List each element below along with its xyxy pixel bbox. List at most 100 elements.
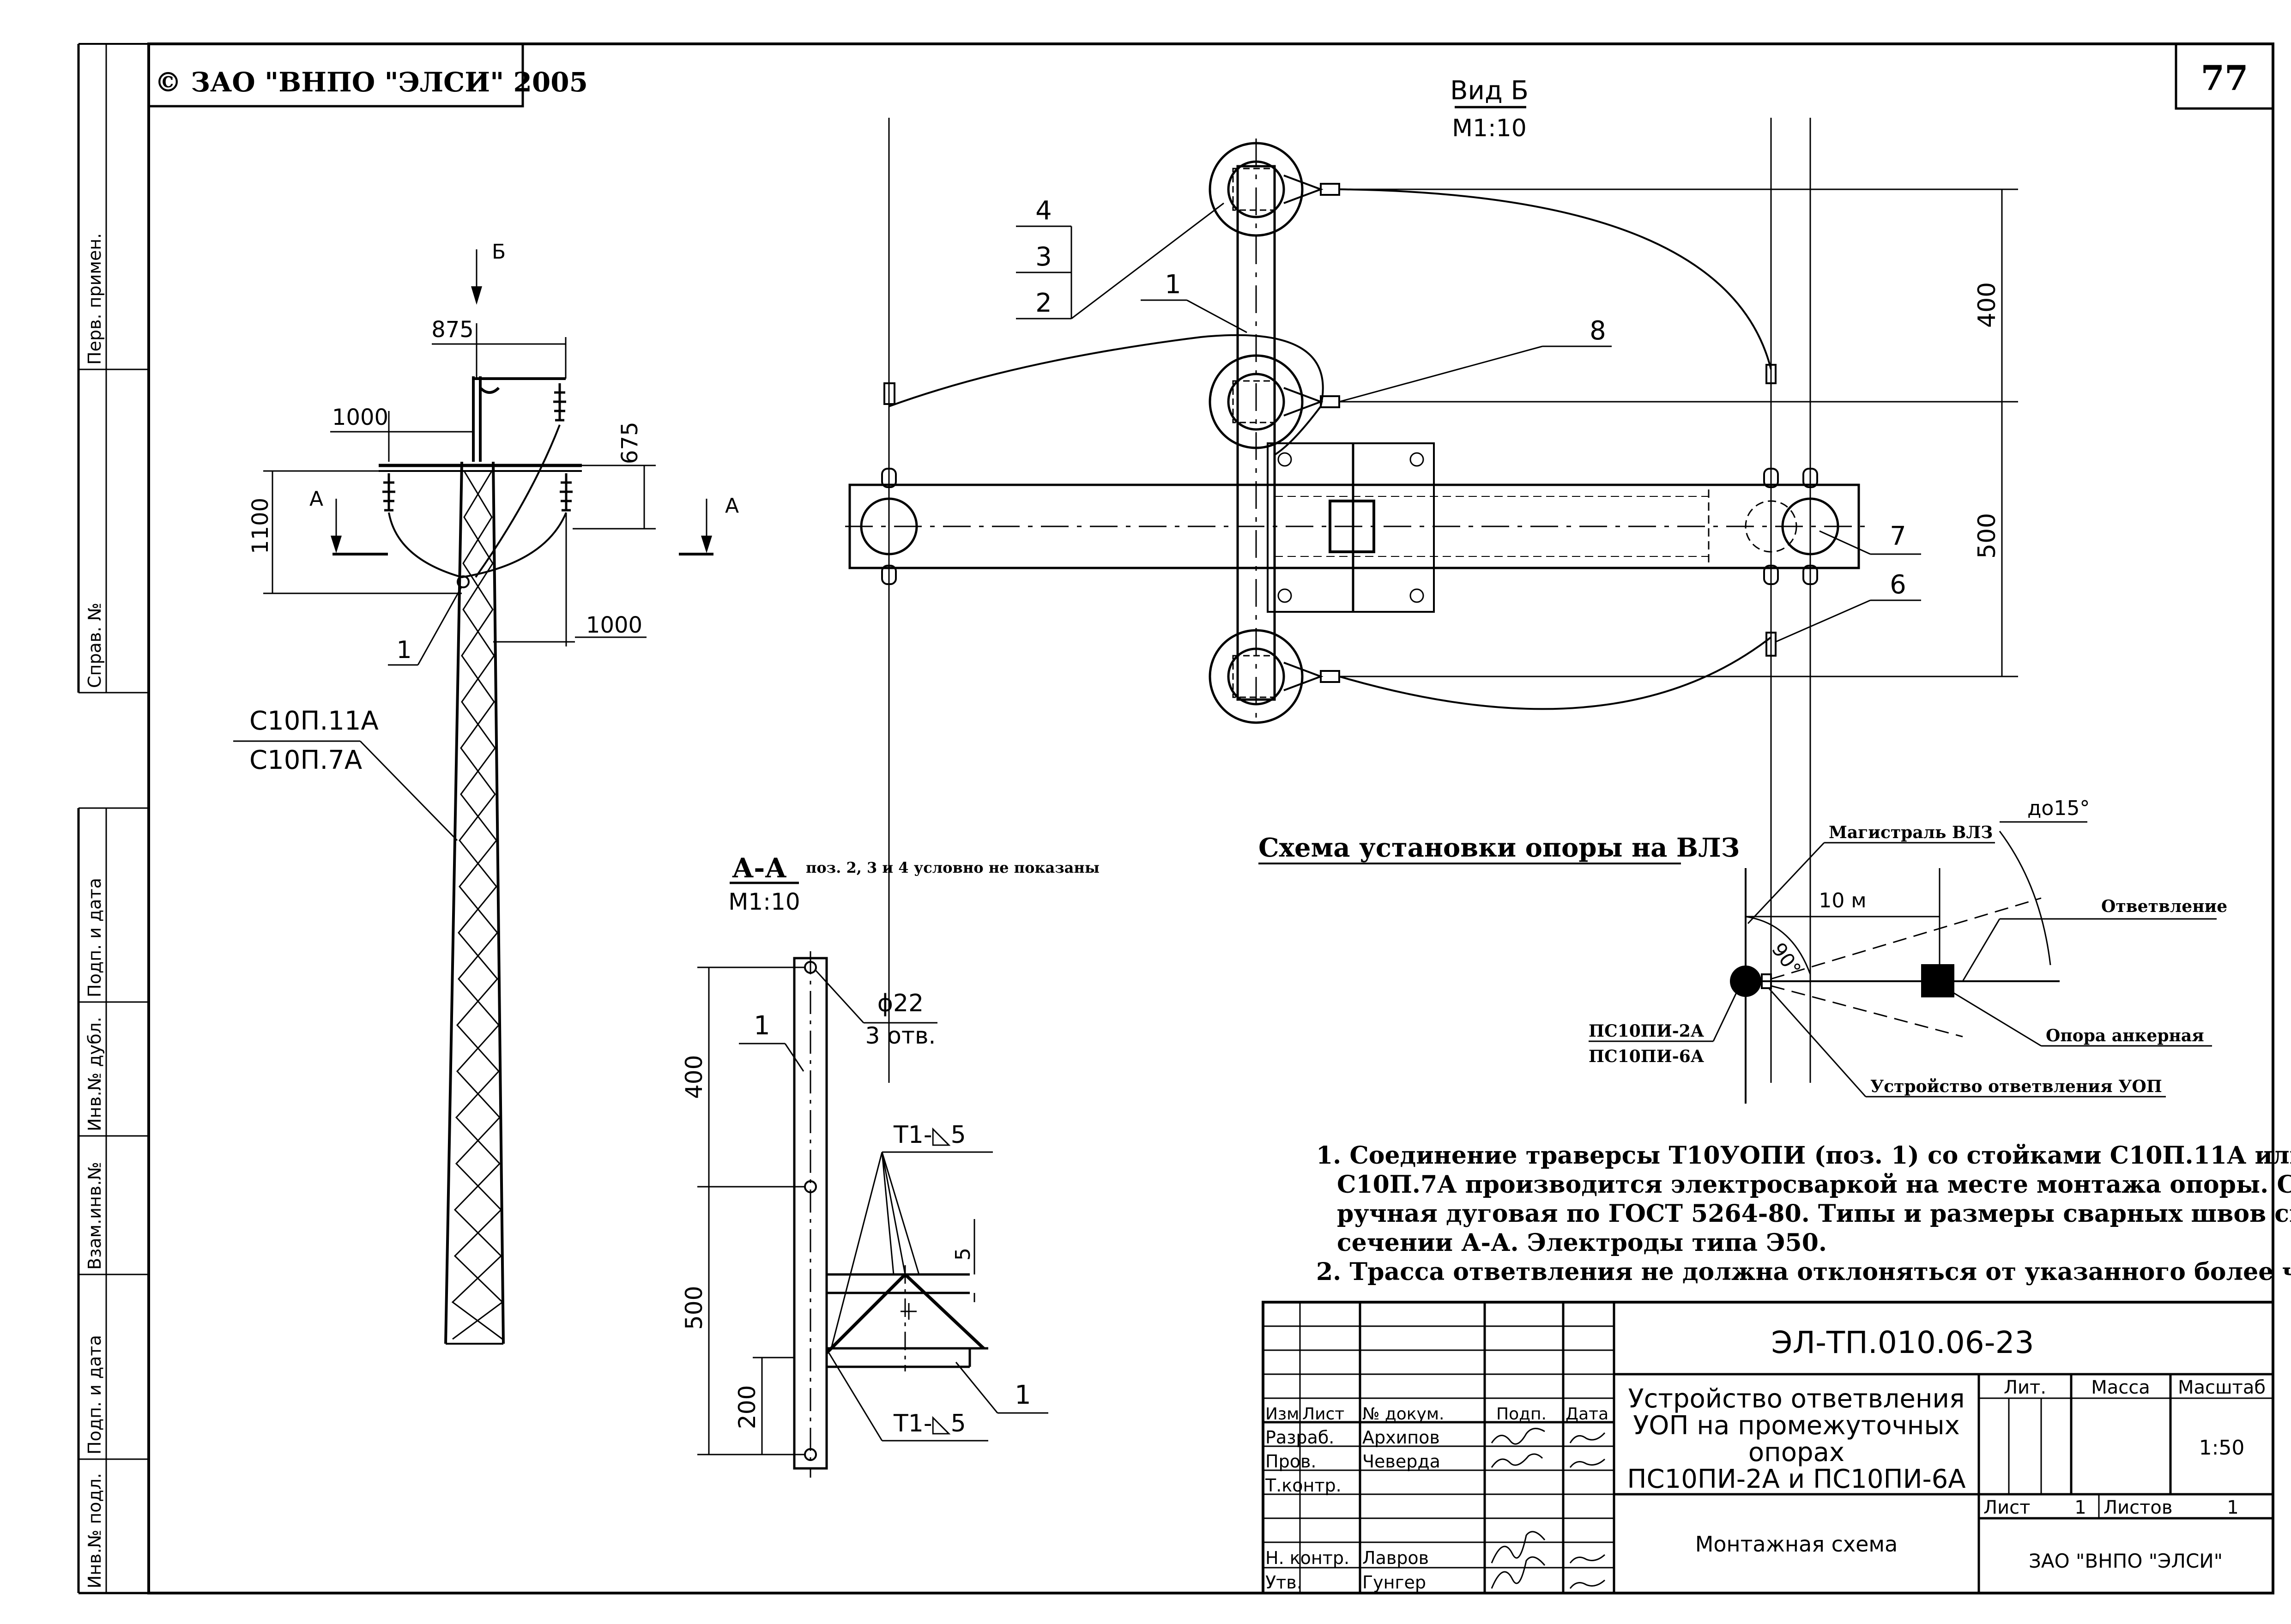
post-label-1: С10П.11А (249, 706, 379, 736)
section-mark-a-left: А (309, 487, 323, 511)
scheme-distance: 10 м (1819, 889, 1866, 912)
doc-title-3: опорах (1748, 1437, 1844, 1467)
doc-title-4: ПС10ПИ-2А и ПС10ПИ-6А (1627, 1464, 1965, 1494)
signature-checker (1491, 1453, 1606, 1468)
dim-500-view-b: 500 (1973, 513, 2001, 559)
tb-sheet-value: 1 (2074, 1497, 2086, 1518)
hole-diameter: ϕ22 (877, 990, 924, 1017)
callout-6: 6 (1890, 570, 1906, 600)
doc-title-2: УОП на промежуточных (1633, 1411, 1960, 1441)
insulator-middle (1209, 354, 1304, 449)
tb-mass: Масса (2091, 1377, 2150, 1398)
tb-lit: Лит. (2004, 1377, 2046, 1398)
tb-sheets-value: 1 (2227, 1497, 2238, 1518)
view-b: Вид Б М1:10 (845, 76, 2018, 1083)
tb-sheets: Листов (2104, 1497, 2172, 1518)
scheme-branch-label: Ответвление (2101, 897, 2227, 916)
dim-1000-bottom: 1000 (586, 612, 642, 638)
insulator-top (1209, 142, 1304, 237)
dim-1000-top: 1000 (332, 404, 388, 430)
tb-name-approver: Гунгер (1362, 1572, 1426, 1593)
stamp-podp-data-2: Подп. и дата (85, 1335, 105, 1455)
scheme-pole-label-2: ПС10ПИ-6А (1589, 1047, 1704, 1066)
section-title: А-А (732, 852, 787, 884)
weld-label-top: Т1-◺5 (893, 1121, 966, 1149)
doc-type: Монтажная схема (1695, 1532, 1898, 1557)
anchor-pole-symbol (1921, 964, 1954, 997)
stamp-perv-primen: Перв. примен. (85, 233, 105, 365)
section-scale: М1:10 (728, 888, 800, 915)
signature-norm-control (1491, 1531, 1606, 1564)
scheme-title: Схема установки опоры на ВЛЗ (1258, 833, 1740, 863)
copyright: © ЗАО "ВНПО "ЭЛСИ" 2005 (155, 66, 588, 98)
view-mark-b: Б (492, 240, 506, 264)
callout-1-view-b: 1 (1165, 270, 1181, 300)
stamp-podp-data-1: Подп. и дата (85, 878, 105, 997)
view-b-title: Вид Б (1450, 76, 1529, 106)
scheme-angle: 90° (1767, 939, 1806, 980)
callout-2: 2 (1035, 288, 1052, 318)
post-label-2: С10П.7А (249, 745, 362, 775)
signature-approver (1491, 1556, 1606, 1589)
tb-name-developer: Архипов (1362, 1427, 1440, 1448)
dim-400-section: 400 (681, 1055, 707, 1099)
callout-1-section-top: 1 (754, 1011, 770, 1041)
stamp-inv-podl: Инв.№ подл. (85, 1473, 105, 1588)
callout-1-main: 1 (396, 636, 411, 664)
note-line-5: 2. Трасса ответвления не должна отклонят… (1316, 1258, 2291, 1286)
doc-title-1: Устройство ответвления (1628, 1384, 1965, 1414)
stamp-sprav-no: Справ. № (85, 603, 105, 688)
callout-8: 8 (1590, 316, 1606, 346)
tb-company: ЗАО "ВНПО "ЭЛСИ" (2029, 1550, 2223, 1572)
hole-count: 3 отв. (865, 1022, 936, 1049)
scheme-angle-max: до15° (2027, 797, 2090, 820)
drawing-frame (147, 42, 2274, 1594)
tb-sheet: Лист (1983, 1497, 2030, 1518)
tb-head-doc: № докум. (1362, 1405, 1444, 1424)
tb-head-izm: Изм (1265, 1405, 1299, 1424)
note-line-4: сечении А-А. Электроды типа Э50. (1337, 1229, 1827, 1257)
dim-400-view-b: 400 (1973, 282, 2001, 328)
dim-675: 675 (617, 422, 643, 464)
callout-1-section-bottom: 1 (1015, 1380, 1031, 1410)
callout-4: 4 (1035, 196, 1052, 226)
pole-elevation-view: 875 Б 1000 675 1100 А А 1000 (233, 240, 739, 1345)
dim-875: 875 (431, 317, 474, 343)
notes: 1. Соединение траверсы Т10УОПИ (поз. 1) … (1316, 1141, 2291, 1286)
callout-7: 7 (1890, 521, 1906, 551)
insulator-bottom (1209, 629, 1304, 724)
callout-3: 3 (1035, 242, 1052, 272)
tb-name-checker: Чеверда (1362, 1451, 1440, 1472)
note-line-2: С10П.7А производится электросваркой на м… (1337, 1171, 2291, 1199)
section-mark-a-right: А (725, 494, 739, 518)
scheme-pole-label-1: ПС10ПИ-2А (1589, 1021, 1704, 1041)
tb-role-tkontr: Т.контр. (1265, 1475, 1342, 1496)
weld-label-bottom: Т1-◺5 (893, 1410, 966, 1437)
dim-1100: 1100 (248, 498, 273, 554)
tb-role-prov: Пров. (1265, 1451, 1316, 1472)
section-note: поз. 2, 3 и 4 условно не показаны (806, 859, 1100, 876)
note-line-3: ручная дуговая по ГОСТ 5264-80. Типы и р… (1337, 1200, 2291, 1228)
tb-role-utv: Утв. (1265, 1572, 1302, 1593)
tb-role-nkontr: Н. контр. (1265, 1548, 1349, 1568)
scheme-anchor-label: Опора анкерная (2046, 1026, 2204, 1045)
tb-name-norm-control: Лавров (1362, 1548, 1429, 1568)
scheme-main-line-label: Магистраль ВЛЗ (1829, 823, 1993, 842)
note-line-1: 1. Соединение траверсы Т10УОПИ (поз. 1) … (1316, 1141, 2291, 1170)
signature-developer (1491, 1428, 1606, 1445)
tb-role-razrab: Разраб. (1265, 1427, 1334, 1448)
tb-head-list: Лист (1302, 1405, 1344, 1424)
stamp-vzam-inv: Взам.инв.№ (85, 1162, 105, 1270)
sheet-number: 77 (2201, 59, 2249, 98)
stamp-inv-dubl: Инв.№ дубл. (85, 1017, 105, 1131)
title-block: Изм Лист № докум. Подп. Дата Разраб. Про… (1262, 1301, 2274, 1594)
installation-scheme: Схема установки опоры на ВЛЗ 10 м 90° до… (1258, 797, 2227, 1104)
tb-scale-value: 1:50 (2199, 1436, 2245, 1460)
tb-scale-head: Масштаб (2178, 1377, 2266, 1398)
dim-5-section: 5 (951, 1248, 975, 1261)
tb-head-sign: Подп. (1496, 1405, 1547, 1424)
view-b-scale: М1:10 (1452, 115, 1527, 142)
section-a-a: А-А поз. 2, 3 и 4 условно не показаны М1… (681, 852, 1100, 1478)
dim-500-section: 500 (681, 1286, 707, 1330)
